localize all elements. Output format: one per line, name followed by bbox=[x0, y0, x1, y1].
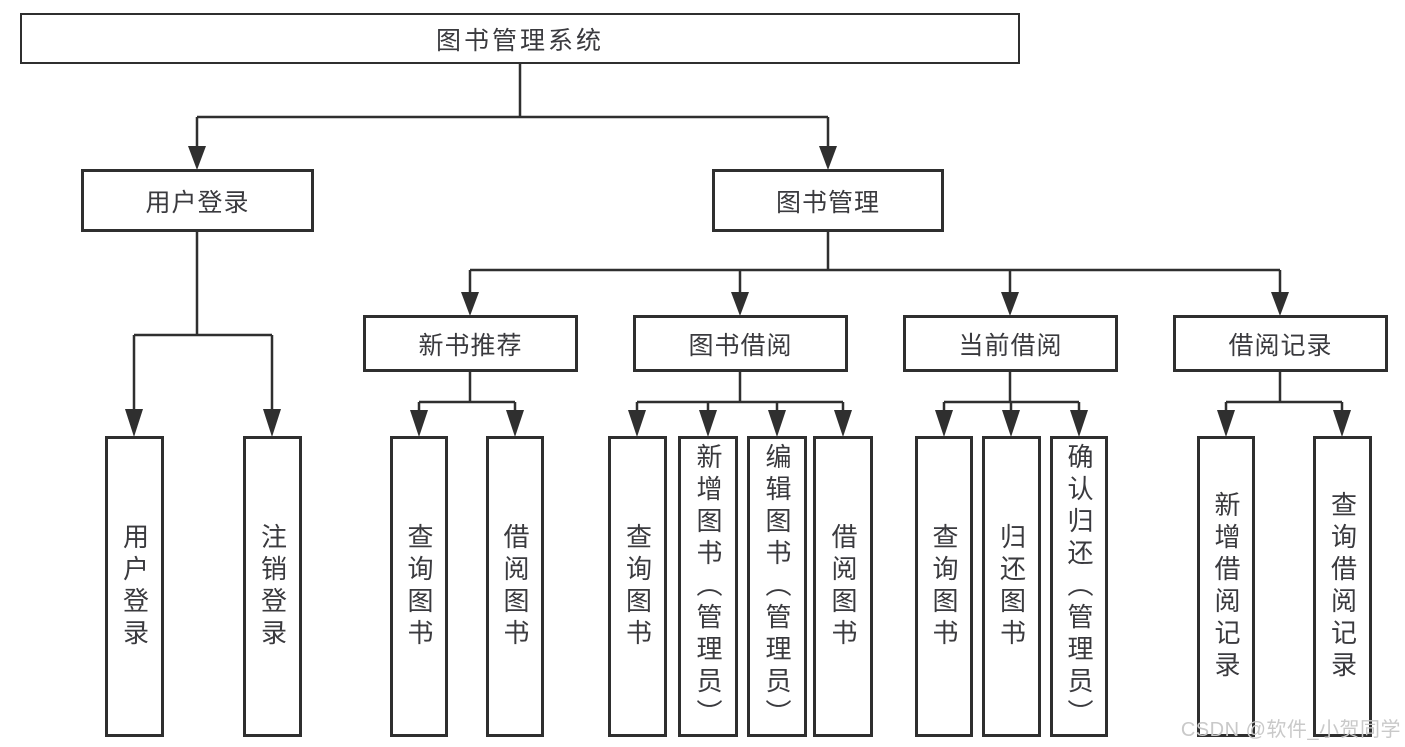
arrow-icon bbox=[1070, 410, 1088, 437]
node-book-borrowing: 图书借阅 bbox=[633, 315, 848, 372]
arrow-icon bbox=[1271, 292, 1289, 316]
node-label: 查询借阅记录 bbox=[1327, 490, 1358, 683]
leaf-query-books-current: 查询图书 bbox=[915, 436, 973, 737]
node-label: 确认归还（管理员） bbox=[1064, 442, 1094, 731]
node-label: 图书管理 bbox=[775, 188, 880, 217]
arrow-icon bbox=[263, 409, 281, 437]
node-label: 新书推荐 bbox=[418, 331, 523, 360]
arrow-icon bbox=[768, 410, 786, 437]
node-label: 查询图书 bbox=[404, 522, 434, 651]
arrow-icon bbox=[461, 292, 479, 316]
leaf-logout: 注销登录 bbox=[243, 436, 302, 737]
node-label: 编辑图书（管理员） bbox=[762, 442, 792, 731]
leaf-borrow-books: 借阅图书 bbox=[813, 436, 873, 737]
arrow-icon bbox=[506, 410, 524, 437]
arrow-icon bbox=[410, 410, 428, 437]
leaf-query-books-recommend: 查询图书 bbox=[390, 436, 448, 737]
arrow-icon bbox=[1217, 410, 1235, 437]
node-label: 查询图书 bbox=[622, 522, 653, 651]
arrow-icon bbox=[125, 409, 143, 437]
node-label: 当前借阅 bbox=[958, 331, 1063, 360]
arrowhead-icons bbox=[125, 146, 1351, 437]
node-label: 注销登录 bbox=[257, 522, 288, 651]
arrow-icon bbox=[1002, 410, 1020, 437]
node-user-login: 用户登录 bbox=[81, 169, 314, 232]
connector-edges bbox=[132, 64, 1344, 412]
arrow-icon bbox=[731, 292, 749, 316]
node-label: 借阅图书 bbox=[828, 522, 858, 651]
leaf-query-books-borrowing: 查询图书 bbox=[608, 436, 667, 737]
node-label: 归还图书 bbox=[996, 522, 1027, 651]
node-library-management-system: 图书管理系统 bbox=[20, 13, 1020, 64]
node-label: 用户登录 bbox=[145, 188, 250, 217]
leaf-confirm-return-admin: 确认归还（管理员） bbox=[1050, 436, 1108, 737]
node-current-borrowing: 当前借阅 bbox=[903, 315, 1118, 372]
node-borrowing-records: 借阅记录 bbox=[1173, 315, 1388, 372]
leaf-edit-books-admin: 编辑图书（管理员） bbox=[747, 436, 807, 737]
arrow-icon bbox=[188, 146, 206, 170]
node-label: 图书借阅 bbox=[688, 331, 793, 360]
node-book-management: 图书管理 bbox=[712, 169, 944, 232]
node-label: 新增图书（管理员） bbox=[693, 442, 723, 731]
leaf-borrow-books-recommend: 借阅图书 bbox=[486, 436, 544, 737]
node-label: 用户登录 bbox=[119, 522, 150, 651]
arrow-icon bbox=[935, 410, 953, 437]
arrow-icon bbox=[819, 146, 837, 170]
node-label: 借阅记录 bbox=[1228, 331, 1333, 360]
leaf-add-borrow-record: 新增借阅记录 bbox=[1197, 436, 1255, 737]
leaf-query-borrow-record: 查询借阅记录 bbox=[1313, 436, 1372, 737]
leaf-user-login: 用户登录 bbox=[105, 436, 164, 737]
arrow-icon bbox=[1001, 292, 1019, 316]
leaf-add-books-admin: 新增图书（管理员） bbox=[678, 436, 738, 737]
arrow-icon bbox=[834, 410, 852, 437]
csdn-watermark: CSDN @软件_小贺同学 bbox=[1180, 719, 1401, 741]
leaf-return-books: 归还图书 bbox=[982, 436, 1041, 737]
node-label: 新增借阅记录 bbox=[1211, 490, 1241, 683]
node-label: 借阅图书 bbox=[500, 522, 530, 651]
node-label: 图书管理系统 bbox=[435, 26, 604, 55]
node-label: 查询图书 bbox=[929, 522, 959, 651]
node-new-book-recommendation: 新书推荐 bbox=[363, 315, 578, 372]
arrow-icon bbox=[628, 410, 646, 437]
arrow-icon bbox=[699, 410, 717, 437]
arrow-icon bbox=[1333, 410, 1351, 437]
